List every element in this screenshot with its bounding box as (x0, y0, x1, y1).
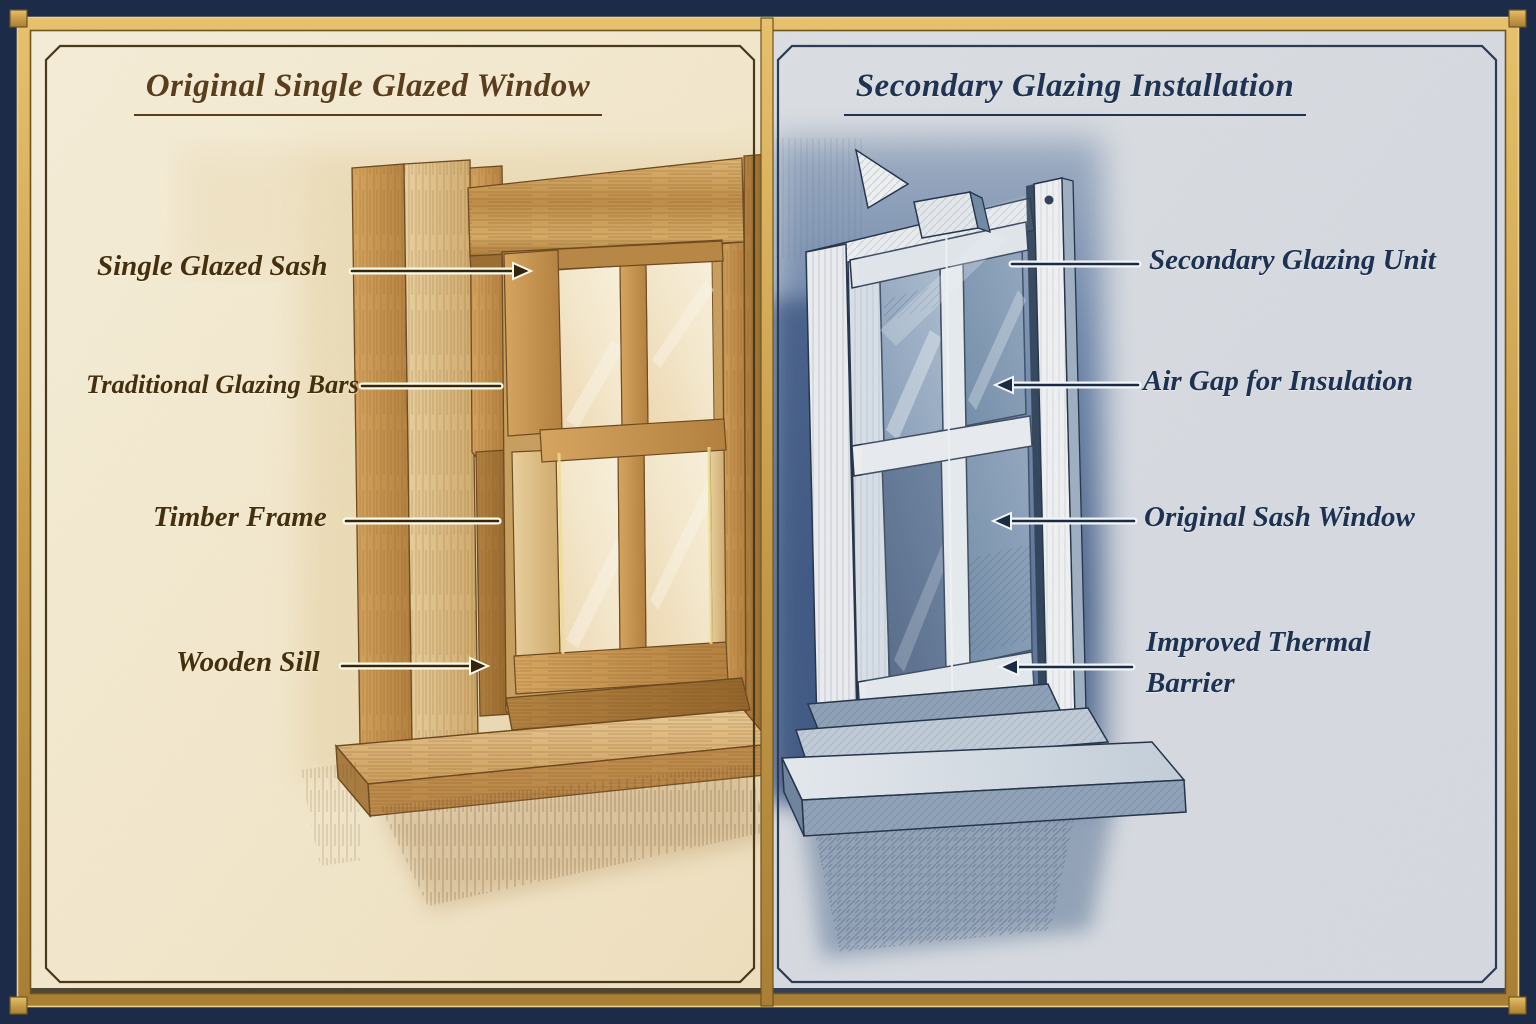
paper-texture-left (28, 28, 763, 996)
panel-divider (760, 17, 774, 1007)
arrowhead-original-sash (990, 511, 1012, 531)
arrowhead-air-gap (992, 375, 1014, 395)
gold-frame (9, 9, 1527, 1015)
label-air-gap-insulation: Air Gap for Insulation (1143, 365, 1413, 397)
arrowhead-thermal-barrier (997, 657, 1019, 677)
inner-border-right (776, 44, 1498, 984)
label-wooden-sill: Wooden Sill (176, 646, 320, 678)
right-panel-title: Secondary Glazing Installation (843, 68, 1307, 116)
label-secondary-glazing-unit: Secondary Glazing Unit (1149, 244, 1436, 276)
label-timber-frame: Timber Frame (153, 501, 327, 533)
arrowhead-sash (512, 261, 534, 281)
bottom-shade-left (30, 988, 762, 995)
left-panel-title-wrap: Original Single Glazed Window (88, 68, 648, 116)
label-single-glazed-sash: Single Glazed Sash (97, 250, 328, 282)
label-improved-thermal-barrier: Improved Thermal Barrier (1146, 626, 1371, 700)
label-traditional-glazing-bars: Traditional Glazing Bars (86, 369, 359, 399)
paper-texture-right (772, 28, 1509, 996)
left-connectors (338, 261, 534, 676)
right-panel-title-wrap: Secondary Glazing Installation (792, 68, 1358, 116)
right-connectors (990, 260, 1142, 677)
arrowhead-sill (469, 656, 491, 676)
left-panel-title: Original Single Glazed Window (133, 68, 603, 116)
inner-border-left (44, 44, 756, 984)
bottom-shade-right (773, 988, 1507, 995)
label-original-sash-window: Original Sash Window (1144, 501, 1415, 533)
